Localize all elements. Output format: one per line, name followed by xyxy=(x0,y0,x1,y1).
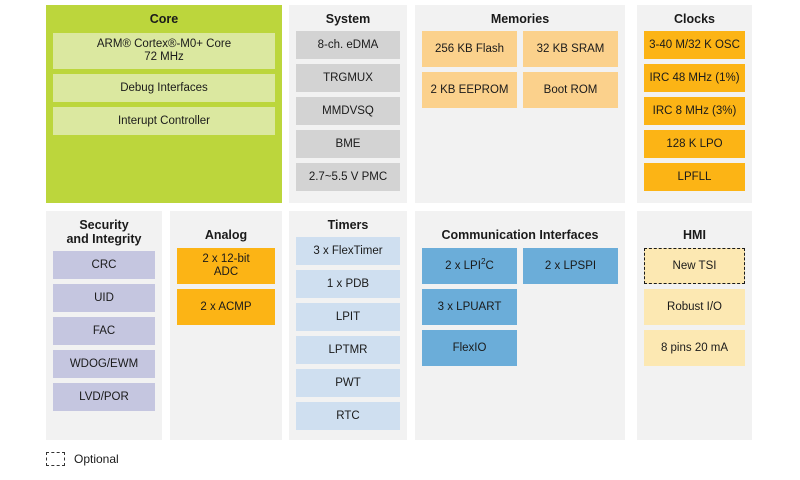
dashed-square-icon xyxy=(46,452,65,466)
panel-clocks: Clocks 3-40 M/32 K OSC IRC 48 MHz (1%) I… xyxy=(637,5,752,203)
block-acmp[interactable]: 2 x ACMP xyxy=(177,289,275,325)
block-2kb-eeprom[interactable]: 2 KB EEPROM xyxy=(422,72,517,108)
block-wdog-ewm[interactable]: WDOG/EWM xyxy=(53,350,155,378)
panel-security-title-line2: and Integrity xyxy=(66,232,142,246)
block-edma[interactable]: 8-ch. eDMA xyxy=(296,31,400,59)
panel-core-blocks: ARM® Cortex®-M0+ Core 72 MHz Debug Inter… xyxy=(46,29,282,135)
block-new-tsi[interactable]: New TSI xyxy=(644,248,745,284)
block-bme[interactable]: BME xyxy=(296,130,400,158)
block-osc[interactable]: 3-40 M/32 K OSC xyxy=(644,31,745,59)
block-fac[interactable]: FAC xyxy=(53,317,155,345)
block-lpfll[interactable]: LPFLL xyxy=(644,163,745,191)
block-lpspi[interactable]: 2 x LPSPI xyxy=(523,248,618,284)
block-rtc[interactable]: RTC xyxy=(296,402,400,430)
block-mmdvsq[interactable]: MMDVSQ xyxy=(296,97,400,125)
panel-communication-title: Communication Interfaces xyxy=(441,228,599,242)
panel-memories-blocks: 256 KB Flash 32 KB SRAM 2 KB EEPROM Boot… xyxy=(415,29,625,108)
block-flexio[interactable]: FlexIO xyxy=(422,330,517,366)
block-arm-cortex-m0-core-line1: ARM® Cortex®-M0+ Core xyxy=(96,38,232,50)
panel-core-title: Core xyxy=(149,12,179,26)
block-debug-interfaces[interactable]: Debug Interfaces xyxy=(53,74,275,102)
block-trgmux[interactable]: TRGMUX xyxy=(296,64,400,92)
panel-memories-title: Memories xyxy=(490,12,550,26)
block-lpit[interactable]: LPIT xyxy=(296,303,400,331)
block-boot-rom[interactable]: Boot ROM xyxy=(523,72,618,108)
panel-analog-blocks: 2 x 12-bit ADC 2 x ACMP xyxy=(170,245,282,325)
block-256kb-flash[interactable]: 256 KB Flash xyxy=(422,31,517,67)
block-pmc[interactable]: 2.7~5.5 V PMC xyxy=(296,163,400,191)
block-12bit-adc[interactable]: 2 x 12-bit ADC xyxy=(177,248,275,284)
panel-timers: Timers 3 x FlexTimer 1 x PDB LPIT LPTMR … xyxy=(289,211,407,440)
block-lpi2c[interactable]: 2 x LPI2C xyxy=(422,248,517,284)
panel-analog: Analog 2 x 12-bit ADC 2 x ACMP xyxy=(170,211,282,440)
panel-security-title: Security and Integrity xyxy=(46,211,162,249)
block-lpuart[interactable]: 3 x LPUART xyxy=(422,289,517,325)
legend: Optional xyxy=(46,452,119,466)
block-lvd-por[interactable]: LVD/POR xyxy=(53,383,155,411)
panel-system-title: System xyxy=(325,12,371,26)
panel-clocks-blocks: 3-40 M/32 K OSC IRC 48 MHz (1%) IRC 8 MH… xyxy=(637,29,752,191)
block-lpi2c-sup: 2 xyxy=(480,256,486,266)
block-pwt[interactable]: PWT xyxy=(296,369,400,397)
panel-hmi: HMI New TSI Robust I/O 8 pins 20 mA xyxy=(637,211,752,440)
comm-grid-spacer-2 xyxy=(523,330,618,366)
block-flextimer[interactable]: 3 x FlexTimer xyxy=(296,237,400,265)
panel-timers-blocks: 3 x FlexTimer 1 x PDB LPIT LPTMR PWT RTC xyxy=(289,235,407,430)
panel-security-title-line1: Security xyxy=(79,218,129,232)
legend-label: Optional xyxy=(74,452,119,466)
block-lpi2c-prefix: 2 x LPI xyxy=(445,259,481,272)
panel-security-blocks: CRC UID FAC WDOG/EWM LVD/POR xyxy=(46,249,162,411)
panel-system-blocks: 8-ch. eDMA TRGMUX MMDVSQ BME 2.7~5.5 V P… xyxy=(289,29,407,191)
panel-memories: Memories 256 KB Flash 32 KB SRAM 2 KB EE… xyxy=(415,5,625,203)
block-12bit-adc-line1: 2 x 12-bit xyxy=(202,253,250,265)
block-lpi2c-suffix: C xyxy=(485,259,494,272)
panel-hmi-title: HMI xyxy=(683,228,706,242)
panel-security-and-integrity: Security and Integrity CRC UID FAC WDOG/… xyxy=(46,211,162,440)
panel-timers-title: Timers xyxy=(327,218,369,232)
block-lptmr[interactable]: LPTMR xyxy=(296,336,400,364)
comm-grid-spacer xyxy=(523,289,618,325)
block-32kb-sram[interactable]: 32 KB SRAM xyxy=(523,31,618,67)
block-8-pins-20ma[interactable]: 8 pins 20 mA xyxy=(644,330,745,366)
panel-system: System 8-ch. eDMA TRGMUX MMDVSQ BME 2.7~… xyxy=(289,5,407,203)
block-robust-io[interactable]: Robust I/O xyxy=(644,289,745,325)
panel-core: Core ARM® Cortex®-M0+ Core 72 MHz Debug … xyxy=(46,5,282,203)
block-128k-lpo[interactable]: 128 K LPO xyxy=(644,130,745,158)
block-arm-cortex-m0-core-line2: 72 MHz xyxy=(144,51,184,63)
block-12bit-adc-line2: ADC xyxy=(213,266,239,278)
panel-analog-title: Analog xyxy=(204,228,248,242)
panel-communication-interfaces: Communication Interfaces 2 x LPI2C 2 x L… xyxy=(415,211,625,440)
block-irc-8mhz[interactable]: IRC 8 MHz (3%) xyxy=(644,97,745,125)
block-irc-48mhz[interactable]: IRC 48 MHz (1%) xyxy=(644,64,745,92)
panel-hmi-blocks: New TSI Robust I/O 8 pins 20 mA xyxy=(637,245,752,366)
panel-communication-blocks: 2 x LPI2C 2 x LPSPI 3 x LPUART FlexIO xyxy=(415,245,625,366)
block-pdb[interactable]: 1 x PDB xyxy=(296,270,400,298)
block-arm-cortex-m0-core[interactable]: ARM® Cortex®-M0+ Core 72 MHz xyxy=(53,33,275,69)
block-uid[interactable]: UID xyxy=(53,284,155,312)
block-interupt-controller[interactable]: Interupt Controller xyxy=(53,107,275,135)
panel-clocks-title: Clocks xyxy=(674,12,715,26)
block-crc[interactable]: CRC xyxy=(53,251,155,279)
